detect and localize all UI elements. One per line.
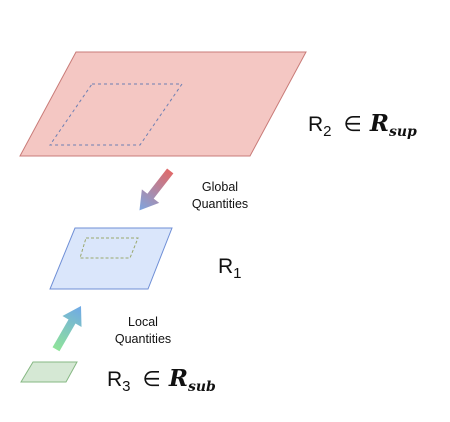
region-r2-parallelogram (19, 51, 307, 157)
global-quantities-arrow (139, 168, 174, 211)
region-r2 (19, 51, 307, 157)
region-r1-label: R1 (218, 255, 242, 282)
region-r3-parallelogram (20, 361, 78, 383)
region-r2-label: R2∈Rsup (308, 110, 417, 140)
region-r3 (20, 361, 78, 383)
arrow-down-icon (139, 168, 174, 211)
local-quantities-label-line1: Local (128, 315, 158, 329)
region-r3-label: R3∈Rsub (107, 365, 216, 395)
local-quantities-label-line2: Quantities (115, 332, 171, 346)
region-r1-inner-dashed-outline (79, 237, 139, 259)
region-r2-inner-dashed-outline (49, 83, 183, 146)
global-quantities-label-line1: Global (202, 180, 238, 194)
arrow-up-icon (52, 305, 82, 352)
global-quantities-label-line2: Quantities (192, 197, 248, 211)
local-quantities-arrow (52, 305, 82, 352)
region-r1 (49, 227, 173, 290)
